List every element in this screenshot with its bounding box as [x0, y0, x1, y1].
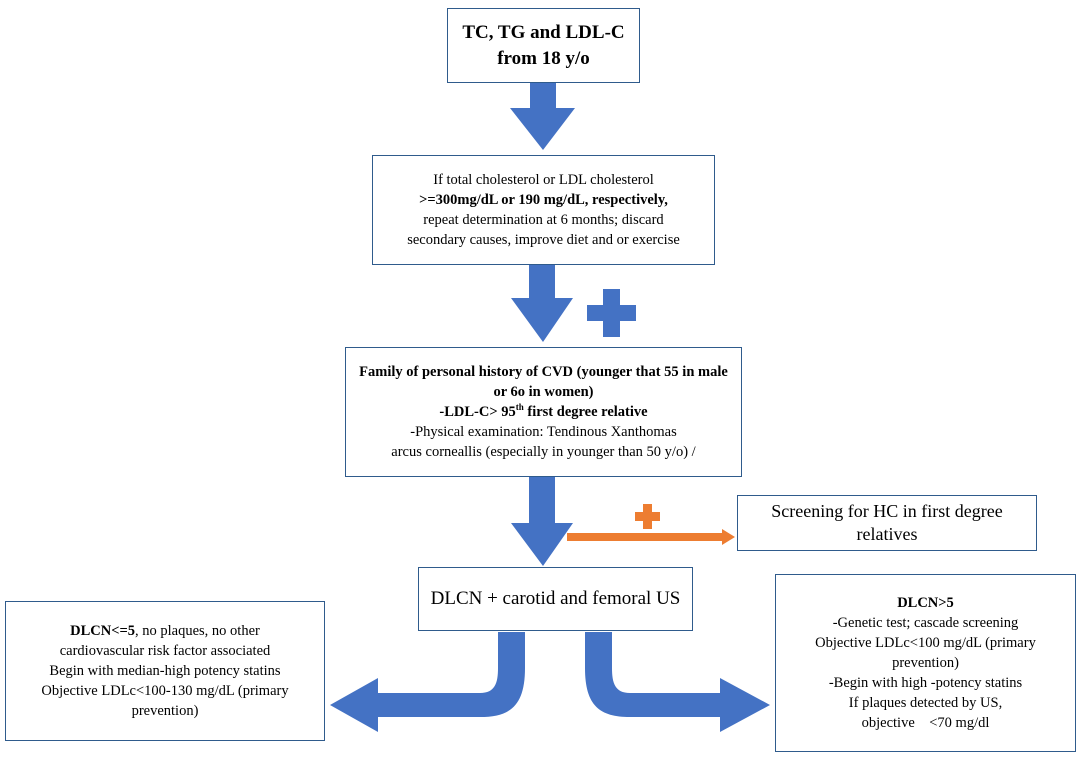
- history-ldl-suffix: first degree relative: [523, 404, 648, 420]
- history-box-line1: Family of personal history of CVD (young…: [359, 364, 728, 380]
- start-box: TC, TG and LDL-C from 18 y/o: [447, 8, 640, 83]
- right-curved-arrow-shape: [585, 632, 770, 732]
- low-score-line1-rest: , no plaques, no other: [135, 623, 260, 639]
- repeat-box-line2: >=300mg/dL or 190 mg/dL, respectively,: [419, 192, 668, 208]
- low-score-dlcn: DLCN<=5: [70, 623, 136, 639]
- low-score-box: DLCN<=5, no plaques, no other cardiovasc…: [5, 601, 325, 741]
- history-ldl-superscript: th: [515, 402, 524, 413]
- orange-arrow: [567, 529, 735, 545]
- high-score-box: DLCN>5 -Genetic test; cascade screening …: [775, 574, 1076, 752]
- start-box-line1: TC, TG and LDL-C: [462, 21, 625, 43]
- repeat-box-line1: If total cholesterol or LDL cholesterol: [433, 172, 654, 188]
- high-score-line5: -Begin with high -potency statins: [828, 675, 1023, 691]
- repeat-box-line4: secondary causes, improve diet and or ex…: [407, 232, 680, 248]
- repeat-determination-box: If total cholesterol or LDL cholesterol …: [372, 155, 715, 265]
- low-score-line2: cardiovascular risk factor associated: [59, 643, 271, 659]
- history-box: Family of personal history of CVD (young…: [345, 347, 742, 477]
- low-score-line5: prevention): [131, 703, 199, 719]
- high-score-line4: prevention): [892, 655, 959, 671]
- high-score-line7: objective <70 mg/dl: [861, 715, 990, 731]
- history-ldl-prefix: -LDL-C> 95: [439, 404, 516, 420]
- down-arrow-3: [511, 477, 573, 566]
- plus-icon-blue: [587, 289, 636, 337]
- history-box-line3: -LDL-C> 95th first degree relative: [439, 402, 647, 422]
- low-score-line3: Begin with median-high potency statins: [49, 663, 281, 679]
- low-score-line4: Objective LDLc<100-130 mg/dL (primary: [41, 683, 289, 699]
- high-score-line3: Objective LDLc<100 mg/dL (primary: [815, 635, 1036, 651]
- start-box-line2: from 18 y/o: [497, 47, 590, 69]
- high-score-line1: DLCN>5: [897, 595, 954, 611]
- repeat-box-line3: repeat determination at 6 months; discar…: [423, 212, 664, 228]
- high-score-line6: If plaques detected by US,: [848, 695, 1003, 711]
- left-curved-arrow-shape: [330, 632, 525, 732]
- history-box-line4: -Physical examination: Tendinous Xanthom…: [410, 424, 677, 440]
- screening-box-line2: relatives: [856, 524, 918, 544]
- history-box-line2: or 6o in women): [493, 384, 594, 400]
- down-arrow-2: [511, 265, 573, 342]
- dlcn-box: DLCN + carotid and femoral US: [418, 567, 693, 631]
- high-score-line2: -Genetic test; cascade screening: [832, 615, 1019, 631]
- low-score-line1: DLCN<=5, no plaques, no other: [70, 621, 260, 641]
- down-arrow-1: [510, 83, 575, 150]
- screening-box: Screening for HC in first degree relativ…: [737, 495, 1037, 551]
- plus-icon-orange: [635, 504, 660, 529]
- history-box-line5: arcus corneallis (especially in younger …: [391, 444, 696, 460]
- screening-box-line1: Screening for HC in first degree: [771, 501, 1003, 521]
- dlcn-box-text: DLCN + carotid and femoral US: [430, 588, 681, 609]
